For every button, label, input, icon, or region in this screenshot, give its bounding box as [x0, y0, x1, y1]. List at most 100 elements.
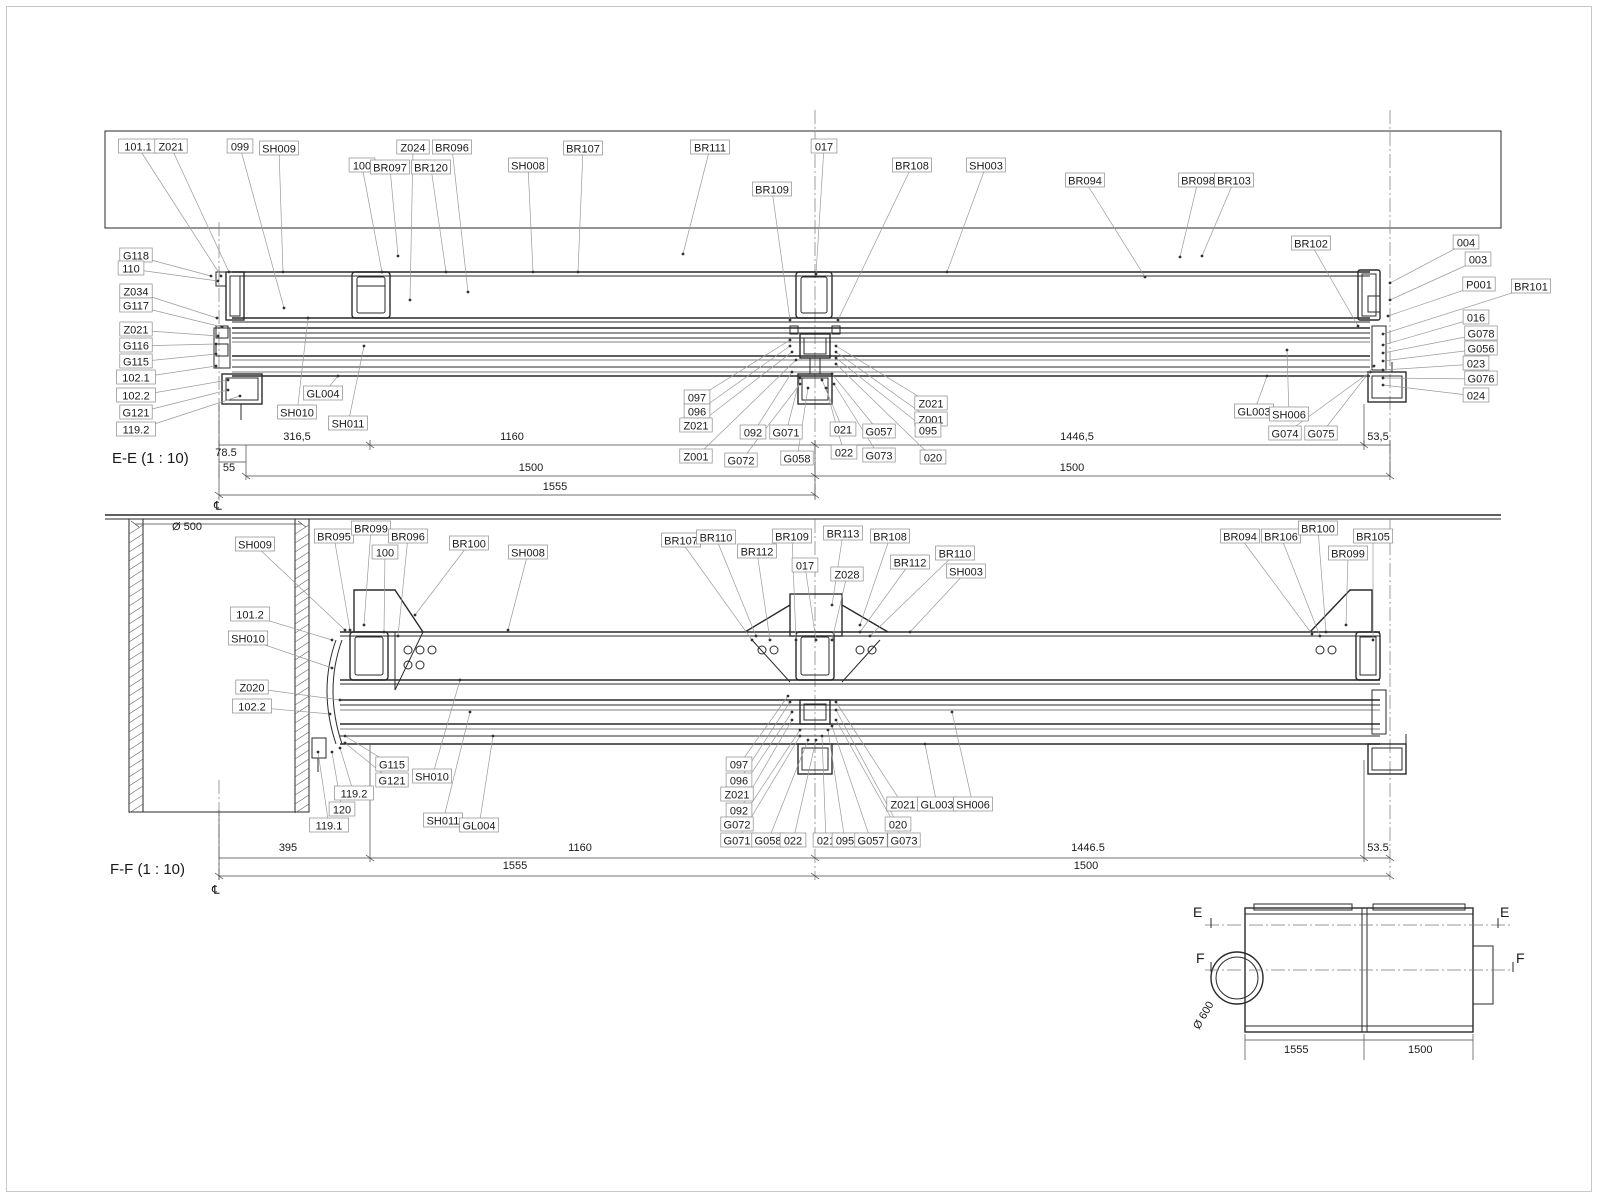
part-tag-label: G071 — [724, 836, 751, 848]
part-tag: 020 — [884, 816, 912, 832]
part-tag-label: 099 — [231, 142, 249, 154]
ff-upper-girder — [340, 631, 1380, 745]
keyplan-diameter: Ø 600 — [1191, 1000, 1216, 1032]
part-tag-label: 021 — [817, 836, 835, 848]
dimension-value: 1500 — [519, 462, 543, 474]
part-tag: Z001 — [679, 448, 713, 464]
part-tag-label: 092 — [730, 806, 748, 818]
part-tag-label: G058 — [784, 454, 811, 466]
part-tag-label: Z021 — [123, 325, 148, 337]
keyplan-dim-right: 1500 — [1408, 1044, 1432, 1056]
part-tag: 119.2 — [334, 785, 374, 801]
part-tag: Z021 — [679, 417, 713, 433]
dimension-value: 53.5 — [1367, 842, 1388, 854]
part-tag-label: 102.2 — [122, 391, 150, 403]
part-tag: 120 — [328, 801, 356, 817]
part-tag-label: SH006 — [956, 800, 990, 812]
dimension-value: 316,5 — [283, 431, 311, 443]
part-tag: SH003 — [966, 157, 1006, 173]
dimension-value: 1500 — [1074, 860, 1098, 872]
part-tag-label: G115 — [123, 357, 149, 369]
part-tag: 102.1 — [116, 369, 156, 385]
ff-column-hatch — [128, 524, 310, 814]
dimension-value: 1160 — [568, 842, 592, 854]
dimension-value: 1446.5 — [1071, 842, 1105, 854]
part-tag: G073 — [862, 447, 896, 463]
part-tag-label: 095 — [919, 426, 937, 438]
part-tag-label: Z020 — [239, 683, 264, 695]
part-tag-label: G076 — [1468, 374, 1495, 386]
part-tag: G118 — [119, 247, 153, 263]
keyplan-label-e-left: E — [1193, 904, 1202, 920]
part-tag-label: BR099 — [1331, 549, 1365, 561]
part-tag: G075 — [1304, 425, 1338, 441]
keyplan-label-f-right: F — [1516, 950, 1525, 966]
part-tag: BR099 — [351, 520, 391, 536]
part-tag: G058 — [780, 450, 814, 466]
section-ee: E-E (1 : 10) ℄ 101.1Z021099SH009100BR097… — [104, 110, 1551, 513]
part-tag-label: BR101 — [1514, 282, 1548, 294]
part-tag-label: BR108 — [873, 532, 907, 544]
part-tag-label: Z024 — [400, 143, 425, 155]
part-tag: 100 — [371, 544, 399, 560]
part-tag: Z021 — [720, 786, 754, 802]
part-tag: BR108 — [870, 528, 910, 544]
part-tag: BR097 — [370, 159, 410, 175]
part-tag-label: SH010 — [415, 772, 449, 784]
part-tag: P001 — [1462, 276, 1496, 292]
part-tag: G057 — [862, 423, 896, 439]
part-tag: G116 — [119, 337, 153, 353]
part-tag: 110 — [117, 260, 145, 276]
part-tag-label: SH011 — [427, 816, 460, 828]
part-tag: BR112 — [737, 543, 777, 559]
part-tag: BR109 — [772, 528, 812, 544]
part-tag-label: 022 — [835, 448, 853, 460]
part-tag: BR110 — [935, 545, 975, 561]
part-tag: G076 — [1464, 370, 1498, 386]
part-tag-label: Z021 — [918, 399, 943, 411]
part-tag-label: 024 — [1467, 391, 1485, 403]
part-tag: BR098 — [1178, 172, 1218, 188]
part-tag: BR100 — [1298, 520, 1338, 536]
part-tag-label: 095 — [836, 836, 854, 848]
ee-right-end — [1357, 269, 1407, 403]
part-tag-label: SH011 — [332, 419, 365, 431]
dimension-value: 1555 — [503, 860, 527, 872]
part-tag: BR100 — [449, 535, 489, 551]
part-tag: 102.2 — [116, 387, 156, 403]
part-tag: G078 — [1464, 325, 1498, 341]
part-tag-label: BR095 — [317, 532, 351, 544]
part-tag: BR096 — [432, 139, 472, 155]
part-tag: 022 — [779, 832, 807, 848]
part-tag-label: 096 — [730, 776, 748, 788]
part-tag: G072 — [724, 452, 758, 468]
part-tag-label: Z034 — [123, 287, 148, 299]
part-tag-label: BR094 — [1223, 532, 1257, 544]
part-tag-label: BR096 — [435, 143, 469, 155]
part-tag-label: G075 — [1308, 429, 1335, 441]
part-tag-label: BR103 — [1217, 176, 1251, 188]
part-tag-label: 119.2 — [341, 789, 368, 801]
keyplan-dim-left: 1555 — [1284, 1044, 1308, 1056]
part-tag-label: BR112 — [894, 558, 927, 570]
part-tag: BR103 — [1214, 172, 1254, 188]
part-tag: G115 — [119, 353, 153, 369]
part-tag: SH010 — [228, 630, 268, 646]
part-tag: G121 — [375, 772, 409, 788]
part-tag-label: G078 — [1468, 329, 1495, 341]
part-tag-label: 097 — [730, 760, 748, 772]
part-tag: G056 — [1464, 340, 1498, 356]
part-tag-label: BR110 — [700, 533, 733, 545]
part-tag: G071 — [720, 832, 754, 848]
part-tag-label: GL004 — [462, 821, 495, 833]
sheet-border — [6, 6, 1592, 1192]
part-tag-label: 003 — [1469, 255, 1487, 267]
part-tag-label: SH003 — [969, 161, 1003, 173]
part-tag: 017 — [810, 138, 838, 154]
part-tag: Z028 — [830, 566, 864, 582]
part-tag-label: SH009 — [262, 144, 296, 156]
part-tag: GL003 — [1234, 403, 1274, 419]
part-tag-label: BR120 — [414, 163, 448, 175]
